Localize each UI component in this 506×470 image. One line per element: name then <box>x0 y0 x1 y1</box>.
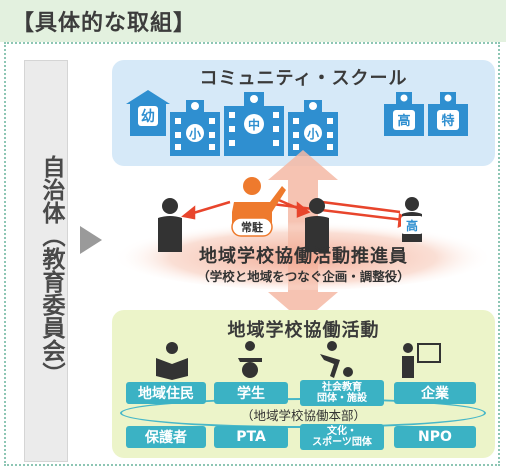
stakeholder-social-education: 社会教育団体・施設 <box>300 380 384 406</box>
elementary-building-icon: 小 <box>170 100 220 156</box>
school-label-4: 高 <box>397 113 410 129</box>
elementary-building-icon: 小 <box>288 100 338 156</box>
stakeholder-npo: NPO <box>394 426 476 448</box>
headquarters-label: （地域学校協働本部） <box>240 408 366 423</box>
student-badge: 高 <box>406 218 418 233</box>
junior-high-building-icon: 中 <box>224 92 284 156</box>
school-label-1: 小 <box>189 126 201 141</box>
teaching-icon <box>402 343 441 378</box>
content-frame <box>4 42 500 466</box>
resident-badge: 常駐 <box>241 220 263 234</box>
experiment-icon <box>238 341 262 378</box>
kindergarten-building-icon: 幼 <box>126 90 170 136</box>
school-label-2: 中 <box>248 117 260 132</box>
student-person-icon: 高 <box>401 197 423 242</box>
special-school-building-icon: 特 <box>428 92 468 136</box>
stakeholder-pta: PTA <box>214 426 288 448</box>
header-bar <box>0 0 506 42</box>
right-arrow-icon <box>80 226 102 254</box>
community-school-title: コミュニティ・スクール <box>199 68 408 89</box>
coordinator-person-icon: 常駐 <box>231 177 286 237</box>
school-label-5: 特 <box>441 113 454 129</box>
person-icon <box>305 198 329 252</box>
people-network: 常駐 高 <box>158 177 423 252</box>
high-school-building-icon: 高 <box>384 92 424 136</box>
person-icon <box>158 198 182 252</box>
coordinator-highlight <box>113 218 493 290</box>
coordinator-subtitle: （学校と地域をつなぐ企画・調整役） <box>197 269 410 284</box>
sports-icon <box>320 341 353 378</box>
school-label-3: 小 <box>307 126 319 141</box>
stakeholder-students: 学生 <box>214 382 288 404</box>
stakeholder-local-residents: 地域住民 <box>126 382 206 404</box>
school-buildings: 幼 小 中 小 高 <box>126 90 468 156</box>
stakeholder-culture-sports: 文化・スポーツ団体 <box>300 424 384 450</box>
reading-icon <box>156 342 188 380</box>
stakeholder-guardians: 保護者 <box>126 426 206 448</box>
activity-title: 地域学校協働活動 <box>227 320 380 341</box>
activity-icons <box>156 341 441 380</box>
coordinator-title: 地域学校協働活動推進員 <box>199 246 408 267</box>
municipality-label: 自治体（教育委員会） <box>38 155 64 385</box>
school-label-0: 幼 <box>141 108 155 125</box>
municipality-bar <box>24 60 68 462</box>
page-title: 【具体的な取組】 <box>12 11 197 36</box>
stakeholder-companies: 企業 <box>394 382 476 404</box>
